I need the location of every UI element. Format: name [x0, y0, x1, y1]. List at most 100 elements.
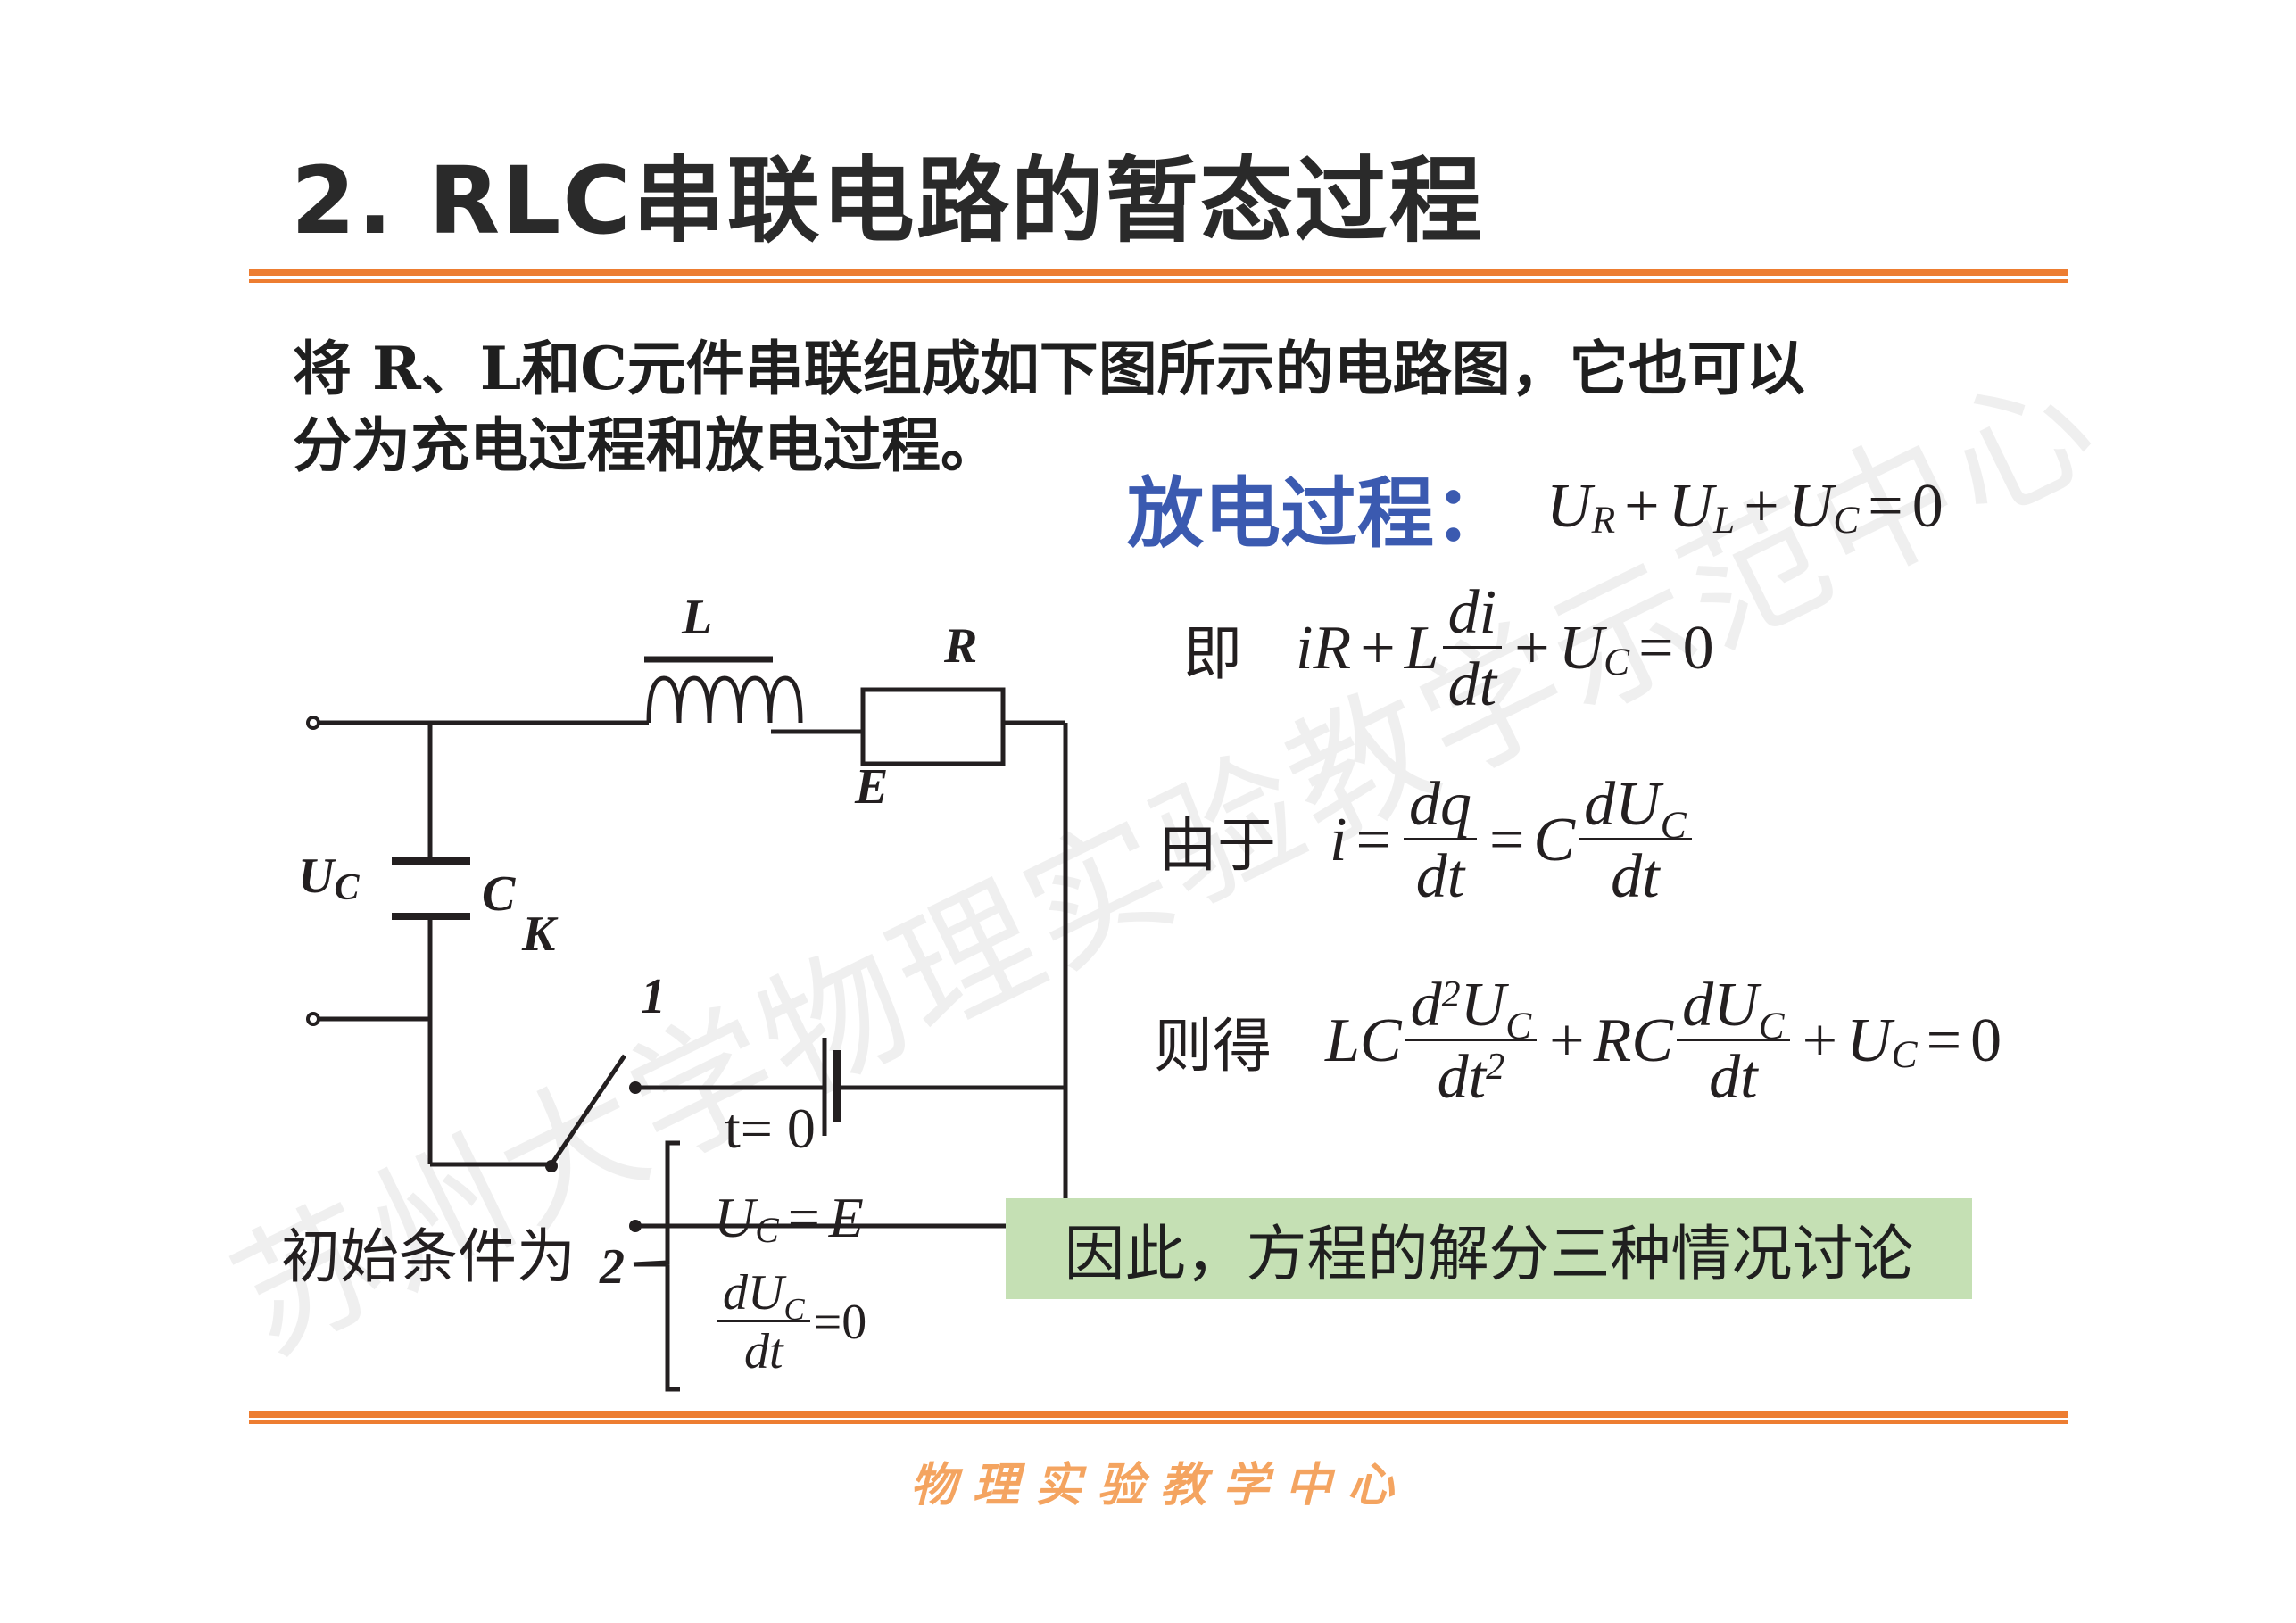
label-L: L	[682, 590, 713, 645]
eq-op: +	[1514, 614, 1550, 683]
numerator: dU	[1682, 971, 1759, 1039]
switch-pivot	[545, 1160, 558, 1172]
footer-rule-thin	[249, 1420, 2068, 1424]
eq-op: +	[1802, 1006, 1838, 1075]
discharge-label: 放电过程：	[1127, 469, 1511, 559]
slide-title: 2. RLC串联电路的暂态过程	[291, 146, 1484, 255]
eq-term: =0	[813, 1295, 867, 1351]
eq-term: U	[1558, 614, 1604, 683]
numerator: dU	[723, 1265, 784, 1321]
conclusion-box: 因此，方程的解分三种情况讨论	[1006, 1198, 1972, 1299]
resistor	[860, 687, 1006, 766]
eq-op: =	[1355, 806, 1391, 874]
eq-op: =	[1488, 806, 1525, 874]
eq-term: U	[714, 1186, 756, 1249]
eq-op: +	[1549, 1006, 1585, 1075]
eq-term: iR	[1296, 614, 1352, 683]
eq-sub: L	[1713, 498, 1736, 542]
label-R: R	[944, 618, 978, 674]
denominator: dt	[1437, 1042, 1487, 1112]
eq-term: RC	[1593, 1006, 1674, 1075]
eq-term: L	[1404, 614, 1439, 683]
eq-term: U	[1668, 471, 1714, 541]
numerator: di	[1442, 580, 1503, 649]
denominator: dt	[1611, 841, 1660, 911]
footer-logo-text: 物理实验教学中心	[910, 1458, 1411, 1512]
eq-op: =	[1638, 614, 1674, 683]
eq-sub: C	[1891, 1033, 1918, 1077]
eq-term: U	[1546, 471, 1592, 541]
eq-op: +	[1624, 471, 1660, 541]
eq-sup: 2	[1486, 1046, 1505, 1088]
eq-sub: C	[1505, 1005, 1532, 1048]
eq-sup: 2	[1441, 974, 1461, 1015]
contact-1-dot	[629, 1081, 642, 1094]
terminal-top	[306, 716, 320, 730]
eq-op: +	[1360, 614, 1396, 683]
step3-label: 则得	[1154, 1012, 1272, 1081]
footer-rule-thick	[249, 1411, 2068, 1418]
numerator: dU	[1584, 770, 1661, 839]
eq-term: 0	[1911, 471, 1944, 541]
eq-sub: C	[1660, 804, 1687, 848]
numerator: dq	[1403, 772, 1477, 840]
inductor-coil	[646, 675, 803, 724]
eq-sub: C	[783, 1292, 805, 1328]
eq-term: LC	[1325, 1006, 1402, 1075]
eq-sub: R	[1591, 498, 1616, 542]
denominator: dt	[1709, 1042, 1758, 1112]
denominator: dt	[1447, 650, 1497, 719]
contact-2-dot	[629, 1220, 642, 1232]
eq-sub: C	[1758, 1005, 1785, 1048]
label-Uc-sub: C	[334, 867, 360, 909]
initial-conditions-label: 初始条件为	[281, 1222, 576, 1291]
eq-term: C	[1533, 806, 1576, 874]
eq-term: 0	[1970, 1006, 2002, 1075]
left-brace	[633, 1140, 680, 1392]
switch-blade	[549, 1054, 627, 1166]
eq-term: d	[1410, 971, 1442, 1039]
eq-term: U	[1846, 1006, 1892, 1075]
eq-term: E	[828, 1186, 864, 1249]
eq-sub: C	[755, 1210, 779, 1250]
denominator: dt	[1415, 841, 1465, 911]
eq-term: i	[1330, 806, 1347, 874]
label-K: K	[522, 907, 556, 962]
eq-op: +	[1744, 471, 1779, 541]
eq-sub: C	[1604, 641, 1630, 684]
step1-label: 即	[1183, 619, 1242, 688]
eq-sub: C	[1833, 498, 1860, 542]
intro-line-1: 将 R、L和C元件串联组成如下图所示的电路图，它也可以	[293, 334, 1805, 403]
eq-op: =	[1868, 471, 1903, 541]
eq-op: =	[787, 1186, 820, 1249]
intro-line-2: 分为充电过程和放电过程。	[293, 410, 999, 480]
label-Uc-main: U	[298, 849, 335, 904]
label-Uc: UC	[298, 848, 360, 909]
eq-term: 0	[1682, 614, 1714, 683]
label-contact-1: 1	[641, 969, 666, 1024]
label-contact-2: 2	[600, 1239, 625, 1295]
denominator: dt	[744, 1323, 783, 1379]
eq-op: =	[1926, 1006, 1962, 1075]
header-rule-thick	[249, 269, 2068, 276]
label-C: C	[482, 866, 516, 922]
eq-term: U	[1787, 471, 1834, 541]
condition-t0: t= 0	[725, 1097, 816, 1160]
terminal-bottom	[306, 1012, 320, 1026]
eq-term: U	[1460, 971, 1506, 1039]
step2-label: 由于	[1158, 811, 1276, 880]
label-E: E	[855, 759, 889, 815]
